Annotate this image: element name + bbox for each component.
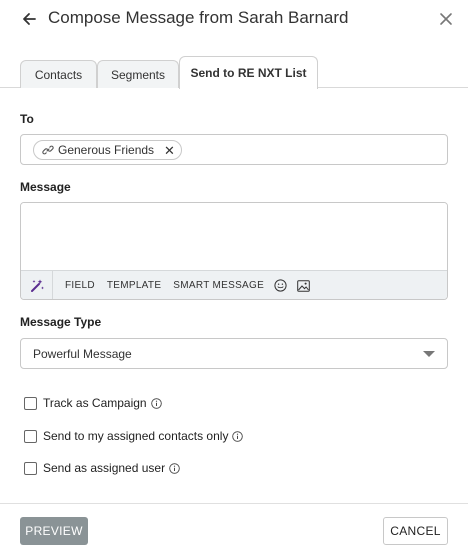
track-campaign-checkbox[interactable]: [24, 396, 37, 410]
message-editor: FIELD TEMPLATE SMART MESSAGE: [20, 202, 448, 300]
recipient-chip-label: Generous Friends: [58, 143, 155, 157]
sparkle-wand-icon[interactable]: [21, 270, 53, 299]
option-assigned-user: Send as assigned user: [24, 461, 180, 475]
cancel-button[interactable]: CANCEL: [383, 517, 448, 545]
info-icon[interactable]: [232, 430, 244, 442]
emoji-icon[interactable]: [274, 279, 287, 292]
tab-bar: Contacts Segments Send to RE NXT List: [0, 56, 468, 89]
close-icon[interactable]: [439, 12, 453, 26]
template-button[interactable]: TEMPLATE: [106, 280, 162, 291]
footer-divider: [0, 503, 468, 504]
message-toolbar: FIELD TEMPLATE SMART MESSAGE: [21, 270, 447, 299]
message-type-label: Message Type: [20, 315, 102, 329]
assigned-user-checkbox[interactable]: [24, 461, 37, 475]
chevron-down-icon: [423, 351, 435, 357]
message-label: Message: [20, 180, 71, 194]
remove-chip-icon[interactable]: ✕: [164, 142, 175, 158]
to-label: To: [20, 112, 34, 126]
assigned-contacts-checkbox[interactable]: [24, 429, 37, 443]
tab-send-to-re-nxt-list[interactable]: Send to RE NXT List: [179, 56, 318, 89]
image-icon[interactable]: [297, 279, 310, 292]
track-campaign-label: Track as Campaign: [43, 396, 147, 410]
assigned-user-label: Send as assigned user: [43, 461, 166, 475]
message-type-select[interactable]: Powerful Message: [20, 338, 448, 369]
link-icon: [42, 145, 54, 155]
message-input[interactable]: [21, 203, 447, 269]
assigned-contacts-label: Send to my assigned contacts only: [43, 429, 229, 443]
info-icon[interactable]: [150, 397, 162, 409]
smart-message-button[interactable]: SMART MESSAGE: [173, 280, 265, 291]
recipient-chip[interactable]: Generous Friends ✕: [33, 140, 182, 160]
option-assigned-contacts: Send to my assigned contacts only: [24, 429, 244, 443]
to-field[interactable]: Generous Friends ✕: [20, 134, 448, 165]
dialog-title: Compose Message from Sarah Barnard: [48, 8, 349, 27]
message-type-value: Powerful Message: [33, 346, 132, 361]
tab-segments[interactable]: Segments: [97, 60, 179, 88]
option-track-campaign: Track as Campaign: [24, 396, 162, 410]
field-button[interactable]: FIELD: [65, 280, 95, 291]
arrow-left-icon[interactable]: [20, 10, 38, 28]
tab-contacts[interactable]: Contacts: [20, 60, 97, 88]
preview-button[interactable]: PREVIEW: [20, 517, 88, 545]
dialog-header: Compose Message from Sarah Barnard: [0, 0, 468, 40]
info-icon[interactable]: [169, 462, 180, 474]
